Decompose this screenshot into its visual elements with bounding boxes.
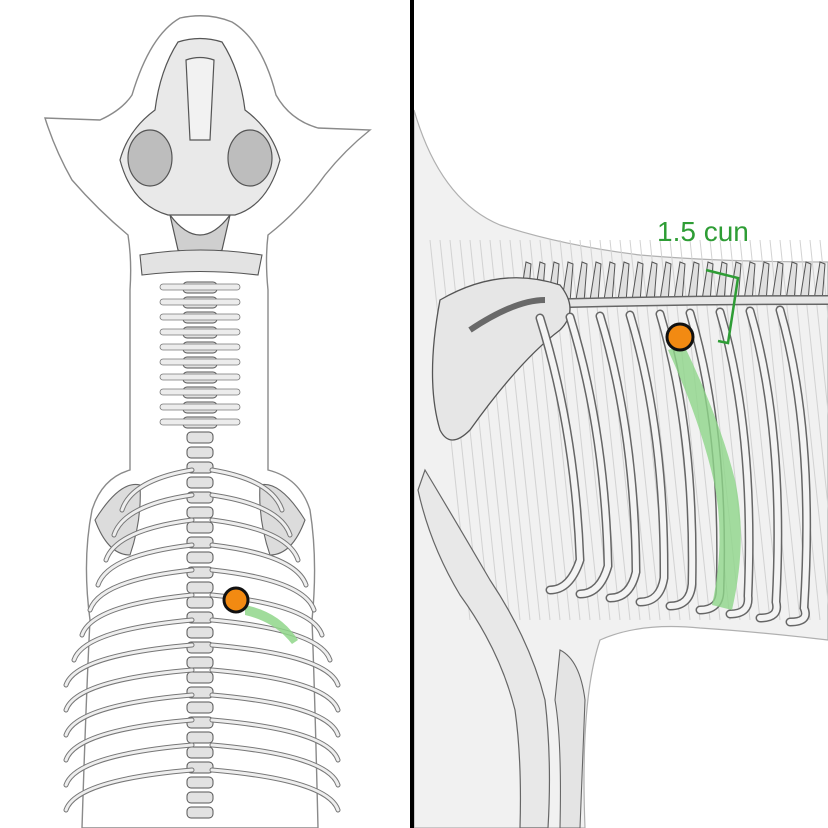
transverse-process [159, 373, 241, 381]
rib-left-fill [112, 493, 194, 537]
rib-fill [747, 308, 781, 621]
vertebra [186, 776, 214, 789]
vertebra [186, 701, 214, 714]
rib-right-fill [210, 468, 284, 512]
transverse-process [159, 298, 241, 306]
vertebra [186, 506, 214, 519]
rib-right-fill [210, 543, 308, 587]
vertebra [186, 581, 214, 594]
rib-left-fill [64, 743, 194, 787]
rib-fill [537, 315, 584, 593]
panel-divider [410, 0, 414, 828]
vertebra [186, 596, 214, 609]
dorsal-view-panel [0, 0, 410, 828]
transverse-process [159, 343, 241, 351]
rib-left-fill [64, 718, 194, 762]
rib-right-fill [210, 668, 340, 712]
vertebra [186, 746, 214, 759]
rib-fill [717, 309, 753, 617]
rib-right-fill [210, 568, 316, 612]
rib-right-fill [210, 693, 340, 737]
rib-left-fill [80, 593, 194, 637]
acupoint-marker-lateral [665, 322, 695, 352]
rib-fill [627, 312, 668, 605]
vertebra [186, 791, 214, 804]
vertebra [186, 626, 214, 639]
transverse-process [159, 328, 241, 336]
rib-left-fill [120, 468, 194, 512]
rib-right-fill [210, 518, 300, 562]
rib-left-fill [64, 693, 194, 737]
vertebra [186, 806, 214, 819]
rib-left-fill [72, 618, 194, 662]
vertebra [186, 431, 214, 444]
highlighted-rib-lateral [668, 345, 741, 610]
rib-left [63, 767, 195, 813]
rib-right-fill [210, 768, 340, 812]
transverse-process [159, 358, 241, 366]
atlas [139, 249, 263, 276]
acupoint-marker-dorsal [222, 586, 250, 614]
transverse-process [159, 403, 241, 411]
skull [119, 37, 281, 257]
body-silhouette [414, 109, 828, 828]
vertebra [186, 521, 214, 534]
ribs-lateral [535, 305, 812, 627]
rib-left-fill [104, 518, 194, 562]
vertebra [186, 731, 214, 744]
rib-fill [597, 313, 640, 601]
rib-right-fill [210, 743, 340, 787]
rib-left-fill [64, 768, 194, 812]
rib-left-fill [88, 568, 194, 612]
vertebra [186, 446, 214, 459]
measurement-bracket [705, 268, 740, 345]
vertebra [186, 476, 214, 489]
rib-left-fill [96, 543, 194, 587]
rib-right-fill [210, 618, 332, 662]
rib-fill [657, 311, 696, 609]
transverse-process [159, 418, 241, 426]
measurement-label: 1.5 cun [657, 216, 749, 247]
transverse-process [159, 388, 241, 396]
rib-fill [777, 307, 810, 625]
rib-right-fill [210, 493, 292, 537]
rib-right [209, 767, 341, 813]
rib-right-fill [210, 718, 340, 762]
highlighted-rib-dorsal [245, 605, 298, 644]
transverse-process [159, 313, 241, 321]
rib-left-fill [64, 643, 194, 687]
lateral-view-panel [414, 0, 828, 828]
rib-fill [567, 314, 612, 597]
vertebra [186, 671, 214, 684]
forelimb [417, 468, 551, 828]
vertebra [186, 551, 214, 564]
transverse-process [159, 283, 241, 291]
lateral-skeleton-illustration [414, 109, 828, 828]
rib-right-fill [210, 643, 340, 687]
vertebra [186, 656, 214, 669]
dorsal-skeleton-illustration [44, 15, 372, 828]
body-outline [44, 15, 372, 828]
rib-left-fill [64, 668, 194, 712]
rib-cage [63, 467, 341, 813]
